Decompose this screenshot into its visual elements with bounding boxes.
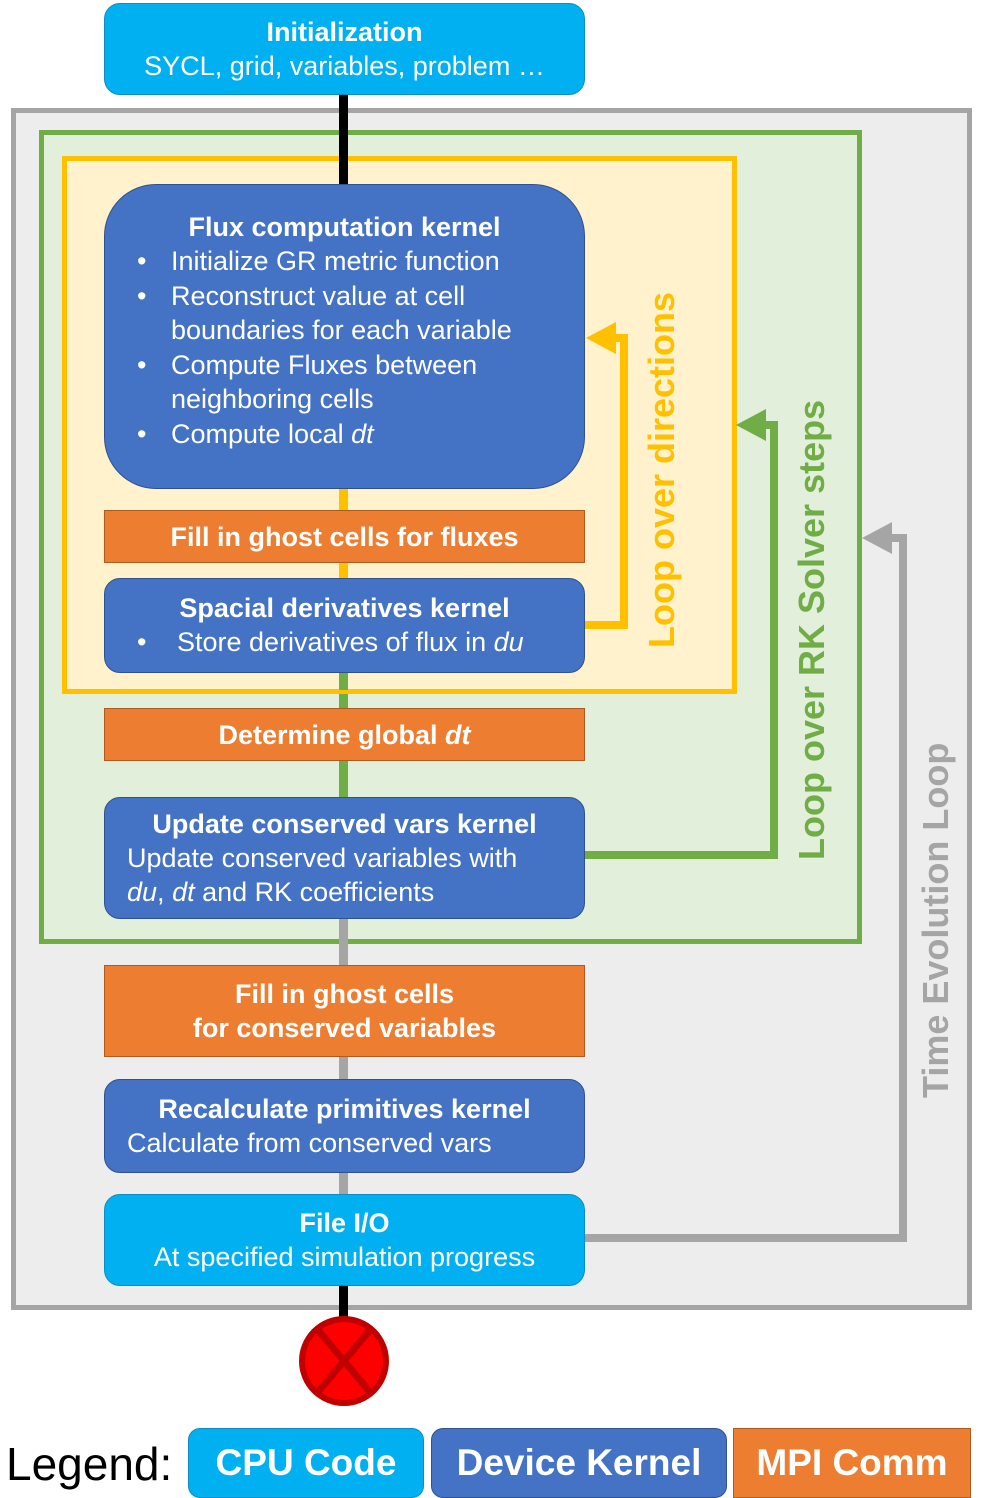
directions-loop-arrowhead: [586, 322, 616, 354]
connector-fill-to-spatial: [339, 562, 348, 580]
global-dt-text: Determine global: [218, 719, 446, 750]
flux-bullet-1-text: Initialize GR metric function: [171, 246, 500, 276]
flux-bullet-4-text: Compute local: [171, 418, 352, 449]
update-kernel-title: Update conserved vars kernel: [152, 809, 537, 839]
legend-cpu-code: CPU Code: [188, 1428, 424, 1498]
global-dt-italic: dt: [445, 719, 471, 750]
connector-dt-to-update: [339, 760, 348, 798]
flux-kernel-bullets: Initialize GR metric function Reconstruc…: [105, 244, 584, 451]
spatial-bullet-1: Store derivatives of flux in du: [105, 625, 584, 660]
flux-bullet-3-line2: neighboring cells: [171, 384, 374, 414]
recalc-kernel-subtitle: Calculate from conserved vars: [127, 1128, 492, 1158]
fill-ghost-cells-fluxes-box: Fill in ghost cells for fluxes: [104, 510, 585, 563]
connector-spatial-to-dtbox: [339, 672, 348, 690]
connector-init-to-flux: [339, 92, 348, 188]
global-dt-title: Determine global dt: [105, 718, 584, 752]
update-kernel-line2: du, dt and RK coefficients: [127, 875, 584, 909]
time-loop-arrowhead: [862, 522, 892, 554]
fill-ghost-cells-conserved-box: Fill in ghost cells for conserved variab…: [104, 965, 585, 1057]
connector-fill-to-recalc: [339, 1056, 348, 1080]
flux-kernel-title: Flux computation kernel: [188, 212, 501, 242]
connector-update-to-fill: [339, 918, 348, 966]
time-loop-arrow-line: [585, 534, 907, 1242]
directions-loop-arrow-line: [585, 334, 628, 629]
flux-bullet-3: Compute Fluxes between neighboring cells: [105, 348, 584, 417]
connector-spatial-to-dtbox-2: [339, 694, 348, 708]
rk-loop-arrow-line: [585, 421, 778, 859]
recalculate-primitives-kernel-box: Recalculate primitives kernel Calculate …: [104, 1079, 585, 1173]
legend-mpi-comm: MPI Comm: [733, 1428, 971, 1498]
flux-bullet-3-line1: Compute Fluxes between: [171, 349, 478, 380]
update-du: du: [127, 877, 158, 907]
flux-bullet-4-dt: dt: [351, 418, 374, 449]
spatial-bullet-text: Store derivatives of flux in: [177, 627, 494, 658]
stop-x-circle-icon: [299, 1316, 389, 1406]
connector-io-to-end: [339, 1285, 348, 1325]
init-title: Initialization: [266, 17, 423, 47]
initialization-box: Initialization SYCL, grid, variables, pr…: [104, 3, 585, 95]
flux-bullet-2: Reconstruct value at cell boundaries for …: [105, 279, 584, 348]
flux-bullet-4: Compute local dt: [105, 417, 584, 452]
determine-global-dt-box: Determine global dt: [104, 708, 585, 761]
connector-flux-to-fill: [339, 488, 348, 512]
rk-loop-arrowhead: [736, 409, 766, 441]
connector-recalc-to-io: [339, 1172, 348, 1196]
recalc-kernel-title: Recalculate primitives kernel: [158, 1094, 531, 1124]
spatial-kernel-title: Spacial derivatives kernel: [179, 593, 510, 624]
spatial-derivatives-kernel-box: Spacial derivatives kernel Store derivat…: [104, 578, 585, 673]
file-io-box: File I/O At specified simulation progres…: [104, 1194, 585, 1286]
update-dt: dt: [172, 877, 195, 907]
spatial-kernel-bullets: Store derivatives of flux in du: [105, 625, 584, 660]
flux-bullet-2-line1: Reconstruct value at cell: [171, 280, 466, 311]
flux-computation-kernel-box: Flux computation kernel Initialize GR me…: [104, 184, 585, 489]
fill-conserved-line1: Fill in ghost cells: [234, 979, 455, 1009]
legend-label: Legend:: [6, 1438, 173, 1490]
init-subtitle: SYCL, grid, variables, problem …: [144, 51, 545, 81]
fill-fluxes-title: Fill in ghost cells for fluxes: [170, 521, 519, 552]
flux-bullet-2-line2: boundaries for each variable: [171, 315, 512, 345]
update-rest: and RK coefficients: [194, 877, 435, 907]
update-sep: ,: [157, 877, 173, 907]
file-io-subtitle: At specified simulation progress: [153, 1242, 536, 1272]
flux-bullet-1: Initialize GR metric function: [105, 244, 584, 279]
file-io-title: File I/O: [299, 1208, 390, 1238]
update-conserved-vars-kernel-box: Update conserved vars kernel Update cons…: [104, 797, 585, 919]
fill-conserved-line2: for conserved variables: [192, 1013, 497, 1043]
legend-device-kernel: Device Kernel: [431, 1428, 727, 1498]
update-kernel-line1: Update conserved variables with: [127, 843, 518, 873]
spatial-bullet-du: du: [493, 627, 524, 658]
